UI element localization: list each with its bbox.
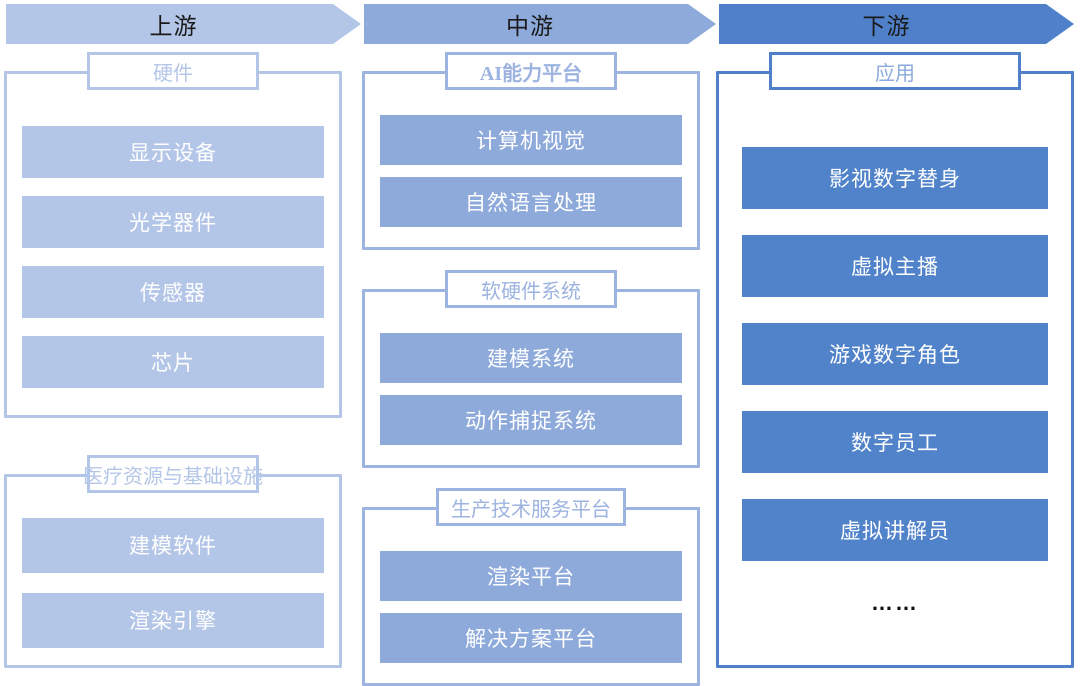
stage-banner-downstream-label: 下游	[862, 14, 911, 39]
item-box: 渲染引擎	[22, 592, 324, 648]
item-box: 虚拟主播	[742, 235, 1048, 297]
column-downstream: 应用 影视数字替身 虚拟主播 游戏数字角色 数字员工 虚拟讲解员 ……	[716, 52, 1074, 668]
item-box: 芯片	[22, 336, 324, 388]
stage-banner-upstream-label: 上游	[149, 14, 198, 39]
stage-banner-downstream: 下游	[719, 4, 1074, 44]
group-software-hardware-system: 软硬件系统 建模系统 动作捕捉系统	[362, 270, 700, 468]
group-hardware: 硬件 显示设备 光学器件 传感器 芯片	[4, 52, 342, 418]
group-ai-platform: AI能力平台 计算机视觉 自然语言处理	[362, 52, 700, 250]
group-ai-platform-title: AI能力平台	[445, 52, 617, 90]
item-box: 渲染平台	[380, 551, 682, 601]
item-box: 建模软件	[22, 517, 324, 573]
item-box: 数字员工	[742, 411, 1048, 473]
group-production-service-platform: 生产技术服务平台 渲染平台 解决方案平台	[362, 488, 700, 686]
item-box: 游戏数字角色	[742, 323, 1048, 385]
item-box: 显示设备	[22, 126, 324, 178]
more-items-ellipsis: ……	[871, 590, 919, 615]
item-box: 解决方案平台	[380, 613, 682, 663]
group-production-service-platform-title: 生产技术服务平台	[436, 488, 626, 526]
item-box: 传感器	[22, 266, 324, 318]
item-box: 虚拟讲解员	[742, 499, 1048, 561]
group-medical-resources-title: 医疗资源与基础设施	[83, 455, 263, 493]
item-box: 影视数字替身	[742, 147, 1048, 209]
group-applications: 应用 影视数字替身 虚拟主播 游戏数字角色 数字员工 虚拟讲解员 ……	[716, 52, 1074, 668]
column-upstream: 硬件 显示设备 光学器件 传感器 芯片 医疗资源与基础设施 建模软件 渲染引擎	[4, 52, 342, 668]
item-box: 光学器件	[22, 196, 324, 248]
item-box: 建模系统	[380, 333, 682, 383]
item-box: 计算机视觉	[380, 115, 682, 165]
group-hardware-title: 硬件	[87, 52, 259, 90]
item-box: 自然语言处理	[380, 177, 682, 227]
stage-banner-midstream: 中游	[364, 4, 716, 44]
column-midstream: AI能力平台 计算机视觉 自然语言处理 软硬件系统 建模系统 动作捕捉系统 生产…	[362, 52, 700, 686]
group-applications-title: 应用	[769, 52, 1021, 90]
stage-banner-midstream-label: 中游	[506, 14, 554, 39]
stage-banner-row: 上游 中游 下游	[0, 0, 1080, 46]
group-software-hardware-system-title: 软硬件系统	[445, 270, 617, 308]
group-medical-resources: 医疗资源与基础设施 建模软件 渲染引擎	[4, 455, 342, 668]
stage-banner-upstream: 上游	[6, 4, 361, 44]
item-box: 动作捕捉系统	[380, 395, 682, 445]
